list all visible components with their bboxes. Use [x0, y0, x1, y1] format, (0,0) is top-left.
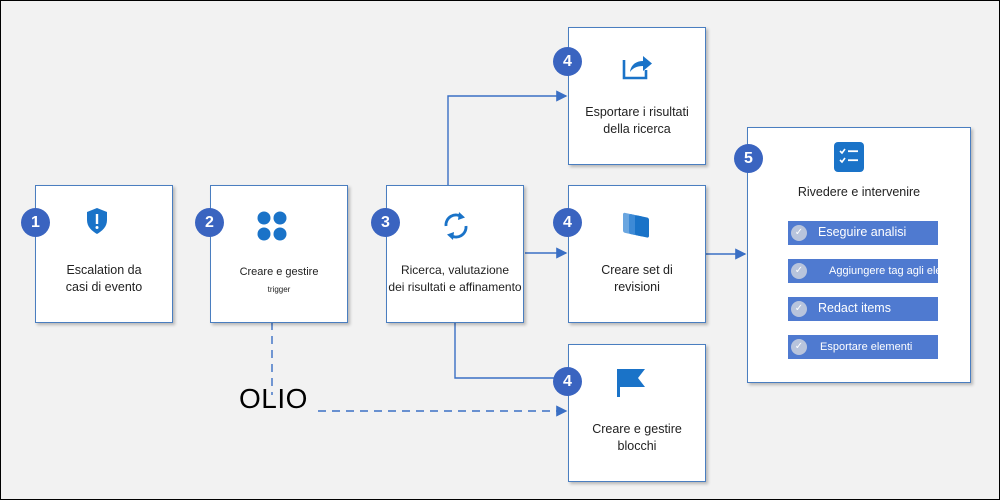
action-redact-items: ✓ Redact items [788, 297, 938, 321]
step-4-review-set-box: Creare set di revisioni [568, 185, 706, 323]
step-4-review-set-label: Creare set di revisioni [569, 262, 705, 296]
step-3-label-line-1: Ricerca, valutazione [400, 263, 510, 277]
step-1-box: Escalation da casi di evento [35, 185, 173, 323]
action-tag-items-label: Aggiungere tag agli elementi [829, 265, 969, 277]
step-4-holds-box: Creare e gestire blocchi [568, 344, 706, 482]
step-1-label-line-1: Escalation da [66, 263, 142, 277]
check-circle-icon: ✓ [791, 301, 807, 317]
share-icon [622, 56, 652, 80]
step-4-holds-label-line-1: Creare e gestire [592, 422, 682, 436]
step-4-export-label: Esportare i risultati della ricerca [569, 104, 705, 138]
step-5-badge: 5 [734, 144, 763, 173]
step-4-export-box: Esportare i risultati della ricerca [568, 27, 706, 165]
step-4-export-label-line-2: della ricerca [603, 122, 671, 136]
step-3-label-line-2: dei risultati e affinamento [388, 280, 522, 294]
step-4-holds-badge: 4 [553, 367, 582, 396]
step-1-label: Escalation da casi di evento [36, 262, 172, 296]
arrow-to-export [447, 90, 568, 186]
step-5-box: Rivedere e intervenire ✓ Eseguire analis… [747, 127, 971, 383]
step-2-label-line-2: trigger [267, 285, 291, 294]
refresh-icon [444, 212, 468, 240]
action-redact-items-label: Redact items [818, 301, 891, 315]
step-2-label-line-1: Creare e gestire [239, 266, 319, 278]
four-dots-icon [257, 211, 287, 241]
shield-alert-icon [87, 208, 107, 234]
action-export-items: ✓ Esportare elementi [788, 335, 938, 359]
step-3-box: Ricerca, valutazione dei risultati e aff… [386, 185, 524, 323]
action-run-analysis: ✓ Eseguire analisi [788, 221, 938, 245]
step-4-review-set-badge: 4 [553, 208, 582, 237]
check-circle-icon: ✓ [791, 225, 807, 241]
arrow-to-holds [454, 322, 568, 384]
flag-icon [617, 369, 645, 397]
action-tag-items: ✓ Aggiungere tag agli elementi [788, 259, 968, 283]
step-2-badge: 2 [195, 208, 224, 237]
step-3-badge: 3 [371, 208, 400, 237]
action-run-analysis-label: Eseguire analisi [818, 225, 907, 239]
step-4-export-label-line-1: Esportare i risultati [585, 105, 689, 119]
step-4-holds-label-line-2: blocchi [617, 439, 657, 453]
step-5-label: Rivedere e intervenire [797, 185, 921, 199]
step-1-badge: 1 [21, 208, 50, 237]
check-circle-icon: ✓ [791, 339, 807, 355]
step-2-box: Creare e gestire trigger [210, 185, 348, 323]
step-2-label: Creare e gestire trigger [211, 264, 347, 298]
step-3-label: Ricerca, valutazione dei risultati e aff… [387, 262, 523, 296]
step-4-review-set-label-line-1: Creare set di [601, 263, 673, 277]
step-4-holds-label: Creare e gestire blocchi [569, 421, 705, 455]
checklist-icon [834, 142, 864, 172]
check-circle-icon: ✓ [791, 263, 807, 279]
olio-label: OLIO [239, 383, 308, 414]
action-export-items-label: Esportare elementi [820, 341, 913, 353]
step-4-export-badge: 4 [553, 47, 582, 76]
stack-icon [623, 212, 649, 238]
step-1-label-line-2: casi di evento [65, 280, 143, 294]
step-4-review-set-label-line-2: revisioni [614, 280, 660, 294]
